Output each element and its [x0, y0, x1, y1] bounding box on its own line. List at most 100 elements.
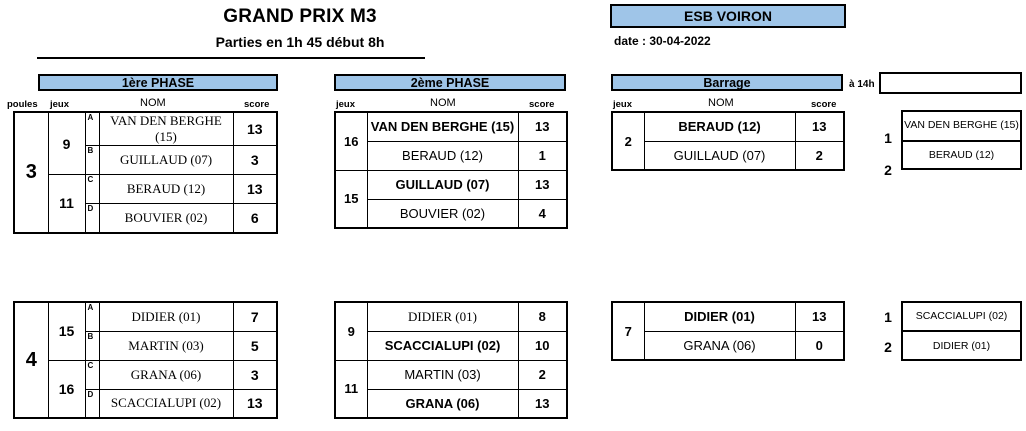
- player-name: MARTIN (03): [366, 359, 519, 390]
- table-row: 9 DIDIER (01) 8: [334, 301, 568, 361]
- player-score: 13: [794, 301, 845, 332]
- colhead-jeux-1: jeux: [50, 99, 70, 110]
- qualified-box-poule-3: 1 VAN DEN BERGHE (15) 2 BERAUD (12): [879, 110, 1022, 178]
- colhead-score-1: score: [244, 99, 270, 110]
- player-score: 13: [517, 111, 568, 142]
- table-row: GUILLAUD (07) 2: [612, 140, 845, 171]
- table-row: 2 BERAUD (12) 13: [611, 111, 845, 171]
- table-row: 16 VAN DEN BERGHE (15) 13: [334, 111, 568, 171]
- player-name: VAN DEN BERGHE (15): [98, 111, 234, 146]
- colhead-jeux-3: jeux: [613, 99, 633, 110]
- table-row: D SCACCIALUPI (02) 13: [14, 388, 278, 419]
- colhead-nom-2: NOM: [430, 97, 456, 109]
- colhead-poules-1: poules: [7, 99, 38, 110]
- jeu-number: 9: [334, 301, 368, 361]
- player-score: 13: [517, 388, 568, 419]
- player-name: GUILLAUD (07): [366, 169, 519, 200]
- table-row: 16 C GRANA (06) 3: [14, 359, 278, 419]
- qualified-rank: 1: [884, 309, 892, 325]
- player-name: GRANA (06): [98, 359, 234, 390]
- qualified-name: BERAUD (12): [901, 141, 1022, 170]
- phase2-table-poule-3: 16 VAN DEN BERGHE (15) 13 BERAUD (12) 1 …: [334, 111, 568, 229]
- colhead-nom-1: NOM: [140, 97, 166, 109]
- player-letter: B: [84, 330, 100, 361]
- table-row: GRANA (06) 0: [612, 330, 845, 361]
- jeu-number: 2: [611, 111, 645, 171]
- player-letter: C: [84, 359, 100, 390]
- qualified-name: SCACCIALUPI (02): [901, 301, 1022, 331]
- jeu-number: 15: [334, 169, 368, 229]
- player-score: 6: [232, 203, 278, 233]
- player-name: GRANA (06): [366, 388, 519, 419]
- table-row: BOUVIER (02) 4: [335, 198, 568, 229]
- player-name: GRANA (06): [643, 330, 796, 361]
- poule-number: 4: [13, 301, 49, 419]
- player-score: 13: [232, 174, 278, 204]
- colhead-score-2: score: [529, 99, 555, 110]
- player-score: 4: [517, 198, 568, 229]
- banner-phase-1: 1ère PHASE: [38, 74, 278, 91]
- player-score: 1: [517, 140, 568, 171]
- page-title: GRAND PRIX M3: [223, 6, 377, 27]
- player-score: 13: [517, 169, 568, 200]
- qualified-rank: 2: [884, 339, 892, 355]
- player-name: BOUVIER (02): [98, 203, 234, 233]
- player-score: 13: [232, 111, 278, 146]
- page-subtitle: Parties en 1h 45 début 8h: [215, 34, 385, 50]
- jeu-number: 11: [334, 359, 368, 419]
- final-slot-empty-box[interactable]: [879, 72, 1022, 94]
- player-letter: D: [84, 203, 100, 233]
- event-date: date : 30-04-2022: [614, 34, 711, 48]
- jeu-number: 7: [611, 301, 645, 361]
- club-name-box: ESB VOIRON: [610, 4, 846, 28]
- player-score: 10: [517, 330, 568, 361]
- table-row: 3 9 A VAN DEN BERGHE (15) 13: [13, 111, 278, 233]
- at-time-label: à 14h: [849, 79, 875, 90]
- player-score: 8: [517, 301, 568, 332]
- player-score: 0: [794, 330, 845, 361]
- table-row: SCACCIALUPI (02) 10: [335, 330, 568, 361]
- player-name: VAN DEN BERGHE (15): [366, 111, 519, 142]
- player-name: BERAUD (12): [366, 140, 519, 171]
- player-score: 5: [232, 330, 278, 361]
- table-row: 4 15 A DIDIER (01) 7: [13, 301, 278, 419]
- player-score: 2: [517, 359, 568, 390]
- player-name: GUILLAUD (07): [643, 140, 796, 171]
- title-divider: [37, 57, 425, 59]
- player-score: 13: [232, 388, 278, 419]
- player-name: GUILLAUD (07): [98, 145, 234, 175]
- jeu-number: 16: [334, 111, 368, 171]
- barrage-table-poule-4: 7 DIDIER (01) 13 GRANA (06) 0: [611, 301, 845, 361]
- colhead-score-3: score: [811, 99, 837, 110]
- phase2-table-poule-4: 9 DIDIER (01) 8 SCACCIALUPI (02) 10 11 M…: [334, 301, 568, 419]
- banner-phase-2: 2ème PHASE: [334, 74, 566, 91]
- player-name: DIDIER (01): [366, 301, 519, 332]
- player-score: 3: [232, 145, 278, 175]
- table-row: 15 GUILLAUD (07) 13: [334, 169, 568, 229]
- table-row: 11 C BERAUD (12) 13: [14, 174, 278, 233]
- qualified-name: DIDIER (01): [901, 331, 1022, 361]
- player-letter: B: [84, 145, 100, 175]
- player-score: 7: [232, 301, 278, 332]
- player-letter: A: [84, 111, 100, 146]
- poule-number: 3: [13, 111, 49, 233]
- player-score: 2: [794, 140, 845, 171]
- table-row: B GUILLAUD (07) 3: [14, 145, 278, 175]
- player-name: BERAUD (12): [98, 174, 234, 204]
- colhead-nom-3: NOM: [708, 97, 734, 109]
- player-score: 3: [232, 359, 278, 390]
- phase1-table-poule-3: 3 9 A VAN DEN BERGHE (15) 13 B GUILLAUD …: [13, 111, 278, 234]
- phase1-table-poule-4: 4 15 A DIDIER (01) 7 B MARTIN (03) 5 16 …: [13, 301, 278, 419]
- barrage-table-poule-3: 2 BERAUD (12) 13 GUILLAUD (07) 2: [611, 111, 845, 171]
- qualified-rank: 1: [884, 130, 892, 146]
- player-name: SCACCIALUPI (02): [366, 330, 519, 361]
- player-name: BOUVIER (02): [366, 198, 519, 229]
- player-score: 13: [794, 111, 845, 142]
- player-name: BERAUD (12): [643, 111, 796, 142]
- jeu-number: 15: [47, 301, 86, 361]
- colhead-jeux-2: jeux: [336, 99, 356, 110]
- qualified-box-poule-4: 1 SCACCIALUPI (02) 2 DIDIER (01): [879, 301, 1022, 361]
- player-name: DIDIER (01): [643, 301, 796, 332]
- table-row: BERAUD (12) 1: [335, 140, 568, 171]
- qualified-name: VAN DEN BERGHE (15): [901, 110, 1022, 141]
